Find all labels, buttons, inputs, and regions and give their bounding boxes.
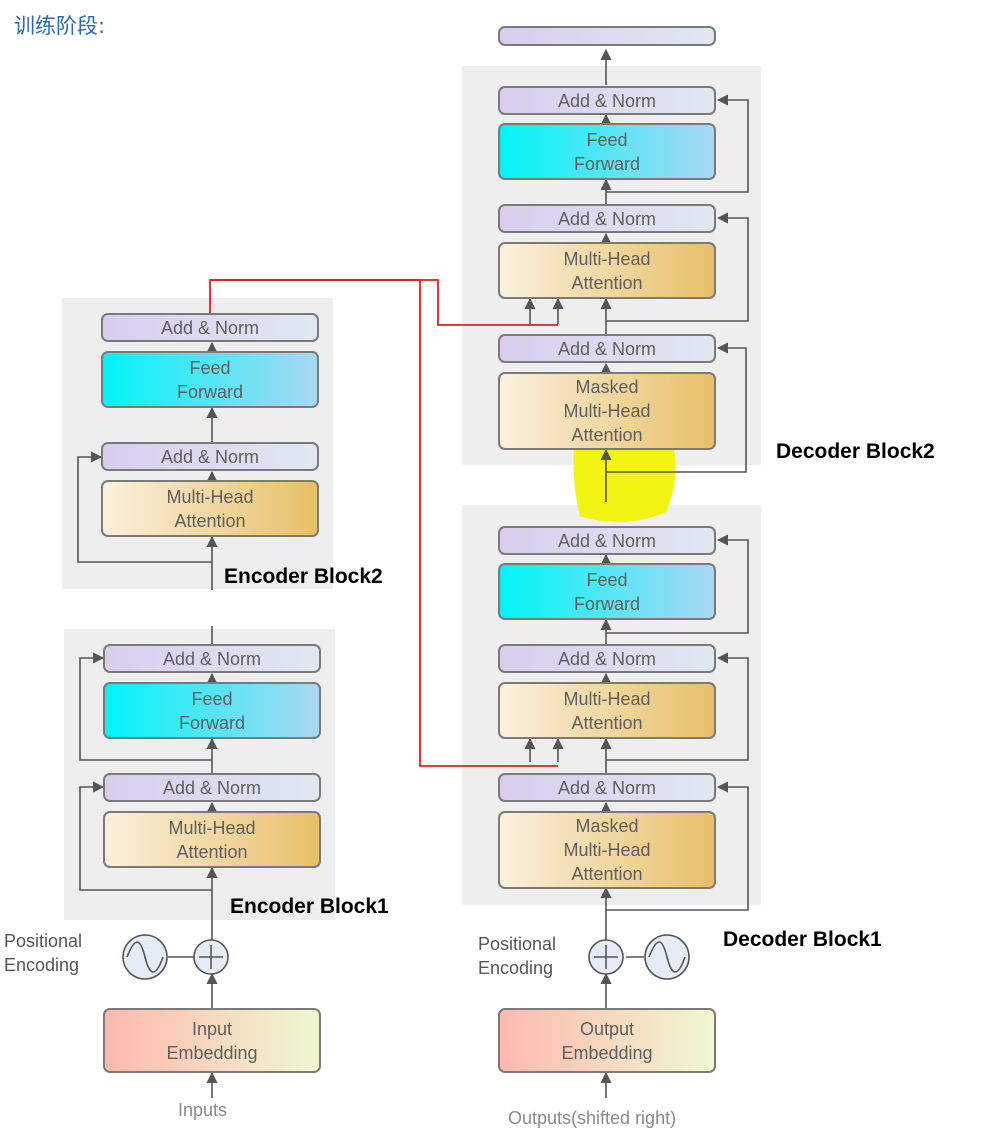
decoder-block2-label: Decoder Block2 (776, 440, 935, 463)
decoder2-multi-head-attention: Multi-Head Attention (498, 242, 716, 299)
positional-encoding-wave-icon (644, 934, 690, 980)
output-embedding: Output Embedding (498, 1008, 716, 1073)
decoder2-masked-multi-head-attention: Masked Multi-Head Attention (498, 372, 716, 450)
decoder1-masked-multi-head-attention: Masked Multi-Head Attention (498, 811, 716, 889)
encoder2-add-norm-1: Add & Norm (101, 442, 319, 471)
encoder1-add-norm-2: Add & Norm (103, 644, 321, 673)
decoder1-add-norm-1: Add & Norm (498, 773, 716, 802)
decoder1-add-norm-3: Add & Norm (498, 526, 716, 555)
positional-encoding-label-left: Positional Encoding (4, 931, 83, 975)
encoder1-multi-head-attention: Multi-Head Attention (103, 811, 321, 868)
decoder1-feed-forward: Feed Forward (498, 563, 716, 620)
inputs-label: Inputs (178, 1100, 228, 1120)
add-icon (588, 939, 624, 975)
decoder2-add-norm-3: Add & Norm (498, 86, 716, 115)
encoder1-feed-forward: Feed Forward (103, 682, 321, 739)
decoder1-add-norm-2: Add & Norm (498, 644, 716, 673)
decoder2-feed-forward: Feed Forward (498, 123, 716, 180)
outputs-label: Outputs(shifted right) (508, 1108, 677, 1128)
decoder1-multi-head-attention: Multi-Head Attention (498, 682, 716, 739)
encoder-block1-label: Encoder Block1 (230, 895, 389, 918)
add-icon (193, 939, 229, 975)
page-heading: 训练阶段: (14, 14, 106, 38)
positional-encoding-label-right: Positional Encoding (478, 934, 557, 978)
input-embedding: Input Embedding (103, 1008, 321, 1073)
positional-encoding-wave-icon (122, 934, 168, 980)
encoder2-multi-head-attention: Multi-Head Attention (101, 480, 319, 537)
encoder2-add-norm-2: Add & Norm (101, 313, 319, 342)
decoder2-add-norm-1: Add & Norm (498, 334, 716, 363)
encoder2-feed-forward: Feed Forward (101, 351, 319, 408)
encoder1-add-norm-1: Add & Norm (103, 773, 321, 802)
decoder2-add-norm-2: Add & Norm (498, 204, 716, 233)
top-output-box (498, 26, 716, 46)
decoder-block1-label: Decoder Block1 (723, 928, 882, 951)
encoder-block2-label: Encoder Block2 (224, 565, 383, 588)
